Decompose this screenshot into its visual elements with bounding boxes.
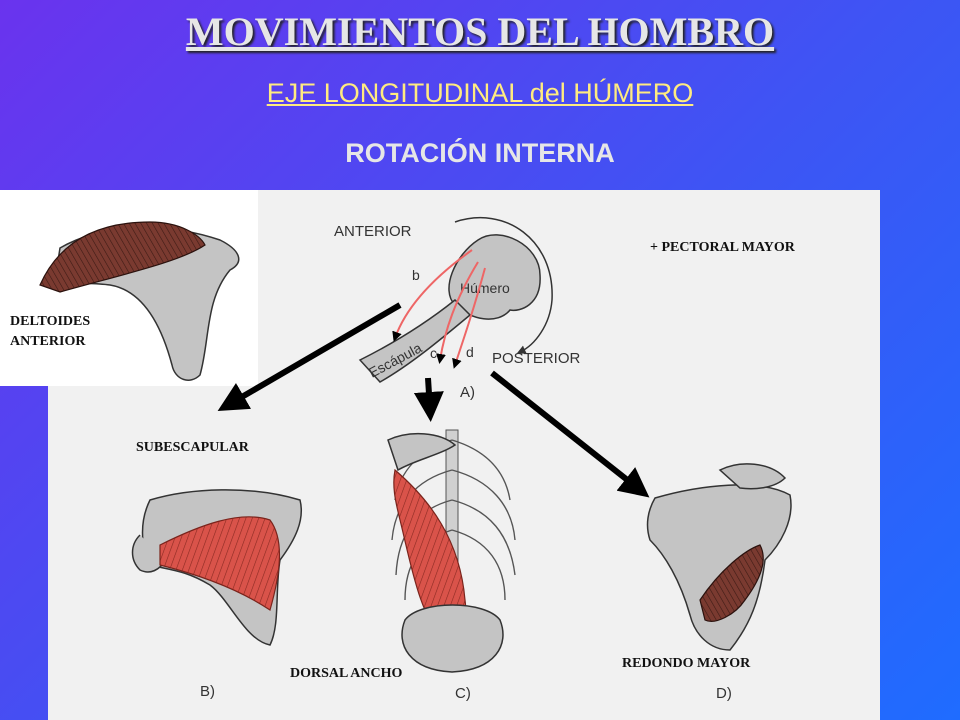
- arrow-to-redondo: [490, 370, 650, 498]
- movement-name: ROTACIÓN INTERNA: [345, 138, 615, 168]
- label-subescapular: SUBESCAPULAR: [136, 440, 249, 455]
- label-anterior: ANTERIOR: [10, 334, 86, 349]
- anterior-label: ANTERIOR: [334, 223, 412, 240]
- dorsal-figure: C): [387, 429, 516, 702]
- page-title: MOVIMIENTOS DEL HOMBRO: [185, 9, 775, 54]
- pointer-arrows: [217, 302, 650, 498]
- label-b: b: [412, 267, 420, 283]
- label-c: c: [430, 345, 437, 361]
- deltoid-scapula: [39, 221, 240, 381]
- top-view: ANTERIOR POSTERIOR Húmero Escápula b c d…: [334, 217, 581, 401]
- label-redondo-mayor: REDONDO MAYOR: [622, 656, 751, 671]
- posterior-label: POSTERIOR: [492, 350, 581, 367]
- label-deltoides: DELTOIDES: [10, 314, 91, 329]
- label-d: d: [466, 344, 474, 360]
- rotation-arrow: [454, 217, 553, 354]
- label-dorsal-ancho: DORSAL ANCHO: [290, 666, 403, 681]
- redondo-figure: D): [646, 463, 792, 702]
- panel-b-label: B): [200, 683, 215, 700]
- page-subtitle: EJE LONGITUDINAL del HÚMERO: [266, 78, 694, 108]
- humero-label: Húmero: [460, 280, 510, 296]
- panel-a-label: A): [460, 384, 475, 401]
- label-pectoral-mayor: + PECTORAL MAYOR: [650, 240, 795, 255]
- arrow-to-dorsal: [413, 377, 444, 422]
- panel-d-label: D): [716, 685, 732, 702]
- panel-c-label: C): [455, 685, 471, 702]
- subescapular-figure: B): [131, 489, 302, 700]
- arrow-to-subescapular: [217, 302, 402, 412]
